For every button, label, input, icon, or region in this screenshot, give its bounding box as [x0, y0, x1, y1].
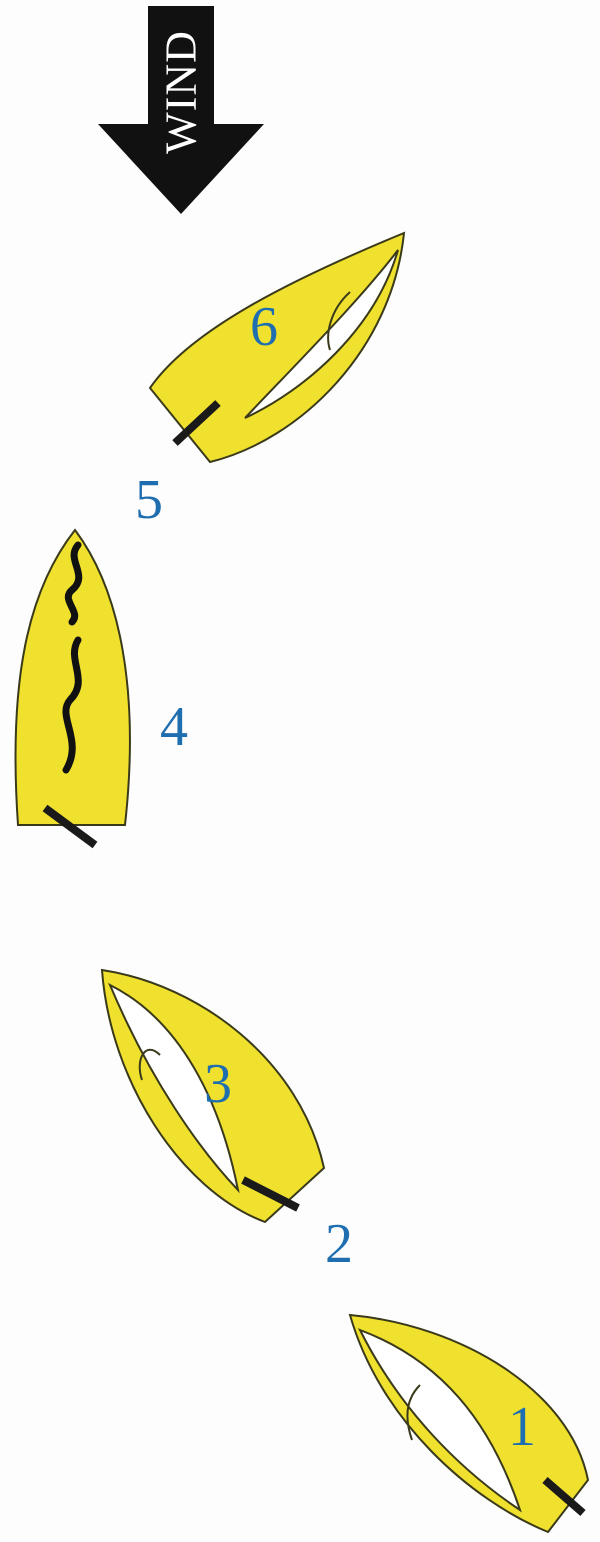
boat-position-1	[350, 1315, 588, 1532]
position-numbers: 6 5 4 3 2 1	[135, 296, 536, 1458]
wind-indicator: WIND	[98, 6, 264, 214]
position-number-2: 2	[325, 1213, 353, 1275]
position-number-6: 6	[250, 296, 278, 358]
wind-label: WIND	[157, 30, 206, 154]
position-number-5: 5	[135, 469, 163, 531]
position-number-3: 3	[204, 1053, 232, 1115]
position-number-4: 4	[160, 696, 188, 758]
boat-position-4	[15, 530, 129, 845]
boat-hull	[15, 530, 129, 825]
position-number-1: 1	[508, 1396, 536, 1458]
